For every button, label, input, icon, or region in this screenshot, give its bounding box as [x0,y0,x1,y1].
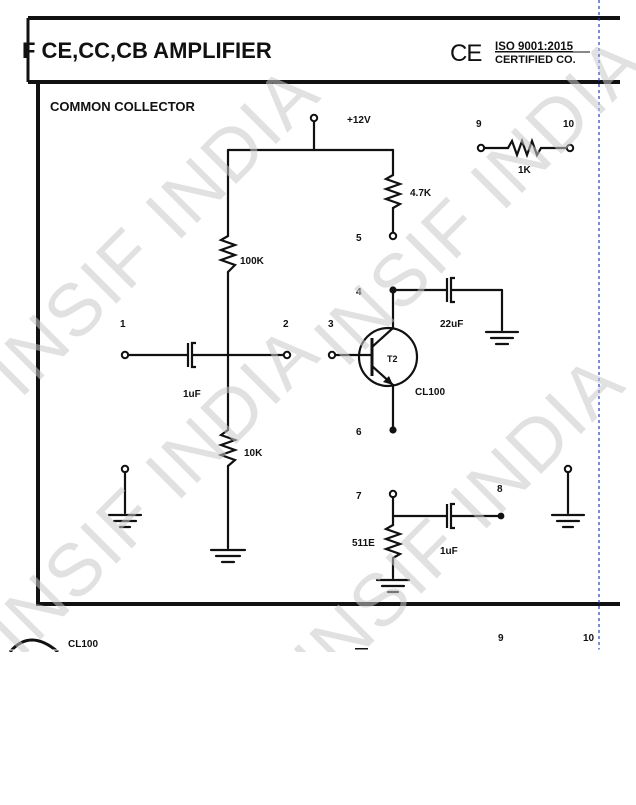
supply-label: +12V [347,115,371,126]
capacitor-22uf [391,276,520,346]
lower-part-label: CL100 [68,639,98,650]
terminal-2-label: 2 [283,319,289,330]
resistor-511e-label: 511E [352,538,375,549]
terminal-6[interactable] [389,426,397,434]
terminal-10[interactable] [565,143,575,153]
capacitor-1uf-input-label: 1uF [183,389,201,400]
terminal-6-label: 6 [356,427,362,438]
capacitor-22uf-label: 22uF [440,319,463,330]
resistor-4k7 [382,148,404,235]
resistor-1k [476,137,575,159]
terminal-2[interactable] [282,350,292,360]
panel-title: COMMON COLLECTOR [50,99,196,114]
capacitor-1uf-output [391,502,505,530]
resistor-1k-label: 1K [518,165,532,176]
lower-strip [0,638,636,654]
transistor-t2 [327,286,419,434]
capacitor-1uf-input [120,341,292,369]
page-title: F CE,CC,CB AMPLIFIER [22,38,272,63]
terminal-4-label: 4 [356,287,362,298]
resistor-10k [209,428,247,564]
terminal-10-label: 10 [563,119,575,130]
ground-terminal-left [107,464,143,529]
transistor-ref-label: T2 [387,354,398,364]
resistor-10k-label: 10K [244,448,263,459]
resistor-511e [375,489,411,594]
iso-line: ISO 9001:2015 [495,41,574,53]
watermark-2: INSIF INDIA [298,19,636,381]
panel-frame [26,16,620,606]
supply-rail [226,113,395,152]
resistor-100k-label: 100K [240,256,265,267]
terminal-5-label: 5 [356,233,362,244]
terminal-5[interactable] [388,231,398,241]
ground-terminal-right [550,464,586,529]
lower-terminal-10-label: 10 [583,633,595,644]
capacitor-1uf-output-label: 1uF [440,546,458,557]
terminal-3-label: 3 [328,319,334,330]
watermark-4: INSIF INDIA [278,339,636,701]
transistor-part-label: CL100 [415,387,445,398]
terminal-8-label: 8 [497,484,503,495]
watermark-group: INSIF INDIA INSIF INDIA INSIF INDIA INSI… [0,19,636,701]
certified-line: CERTIFIED CO. [495,54,576,66]
lower-terminal-9-label: 9 [498,633,504,644]
terminal-9-label: 9 [476,119,482,130]
resistor-4k7-label: 4.7K [410,188,432,199]
resistor-100k [217,148,239,432]
terminal-1-label: 1 [120,319,126,330]
terminal-8[interactable] [497,512,505,520]
terminal-7-label: 7 [356,491,362,502]
ce-mark: CE [450,40,481,67]
